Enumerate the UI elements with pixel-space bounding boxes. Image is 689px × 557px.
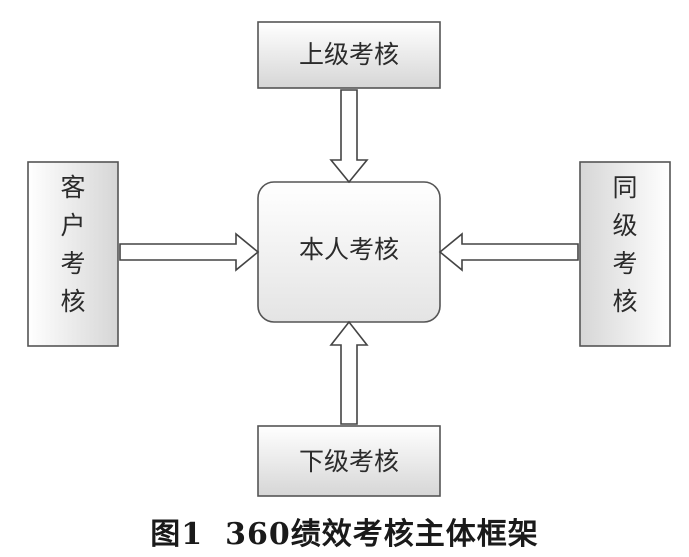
arrow-up-icon: [329, 320, 369, 425]
arrow-down-icon: [329, 89, 369, 184]
vertical-char: 同: [612, 173, 637, 202]
bottom-box: 下级考核: [257, 425, 441, 497]
center-box-label: 本人考核: [299, 235, 399, 264]
left-box: 客户考核: [27, 161, 119, 347]
right-box-label: 同级考核: [612, 173, 637, 316]
vertical-char: 核: [60, 287, 85, 316]
vertical-char: 客: [60, 173, 85, 202]
vertical-char: 考: [612, 249, 637, 278]
center-box: 本人考核: [257, 181, 441, 323]
figure-number: 图1: [150, 517, 204, 552]
vertical-char: 考: [60, 249, 85, 278]
arrow-left-icon: [438, 232, 579, 272]
figure-caption: 图1 360绩效考核主体框架: [0, 509, 689, 553]
left-box-label: 客户考核: [60, 173, 85, 316]
figure-title: 360绩效考核主体框架: [225, 517, 539, 552]
vertical-char: 级: [612, 211, 637, 240]
arrow-right-icon: [119, 232, 260, 272]
vertical-char: 核: [612, 287, 637, 316]
top-box-label: 上级考核: [299, 40, 399, 69]
vertical-char: 户: [60, 211, 85, 240]
top-box: 上级考核: [257, 21, 441, 89]
right-box: 同级考核: [579, 161, 671, 347]
bottom-box-label: 下级考核: [299, 447, 399, 476]
